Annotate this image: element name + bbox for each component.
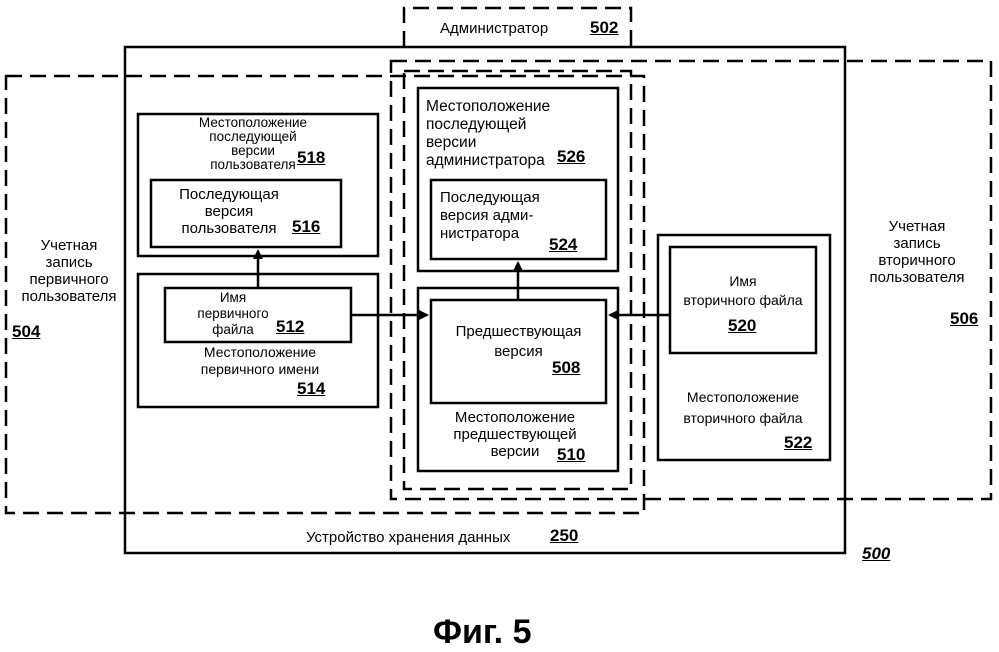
administrator-label: Администратор: [440, 20, 548, 37]
admin-subsequent-location-label: Местоположение последующей версии админи…: [426, 98, 550, 170]
storage-device-number: 250: [550, 526, 578, 546]
user-subsequent-version-number: 516: [292, 217, 320, 237]
previous-version-label: Предшествующая версия: [441, 322, 596, 362]
previous-version-location-number: 510: [557, 445, 585, 465]
storage-device-label: Устройство хранения данных: [306, 529, 510, 546]
primary-account-number: 504: [12, 322, 40, 342]
primary-name-location-label: Местоположение первичного имени: [176, 344, 344, 378]
secondary-account-label: Учетная запись вторичного пользователя: [857, 218, 977, 286]
previous-version-number: 508: [552, 358, 580, 378]
secondary-file-location-number: 522: [784, 433, 812, 453]
primary-name-location-number: 514: [297, 379, 325, 399]
admin-subsequent-version-number: 524: [549, 235, 577, 255]
administrator-number: 502: [590, 18, 618, 38]
admin-subsequent-location-number: 526: [557, 147, 585, 167]
secondary-file-name-number: 520: [728, 316, 756, 336]
figure-caption: Фиг. 5: [433, 613, 531, 652]
primary-file-name-label: Имя первичного файла: [193, 290, 273, 338]
secondary-account-number: 506: [950, 309, 978, 329]
primary-file-name-number: 512: [276, 317, 304, 337]
admin-subsequent-version-label: Последующая версия адми- нистратора: [440, 189, 540, 243]
figure-number: 500: [862, 544, 890, 564]
user-subsequent-location-number: 518: [297, 148, 325, 168]
user-subsequent-version-label: Последующая версия пользователя: [166, 186, 292, 237]
primary-account-label: Учетная запись первичного пользователя: [14, 237, 124, 305]
secondary-file-name-label: Имя вторичного файла: [676, 272, 810, 310]
secondary-file-location-label: Местоположение вторичного файла: [668, 387, 818, 429]
